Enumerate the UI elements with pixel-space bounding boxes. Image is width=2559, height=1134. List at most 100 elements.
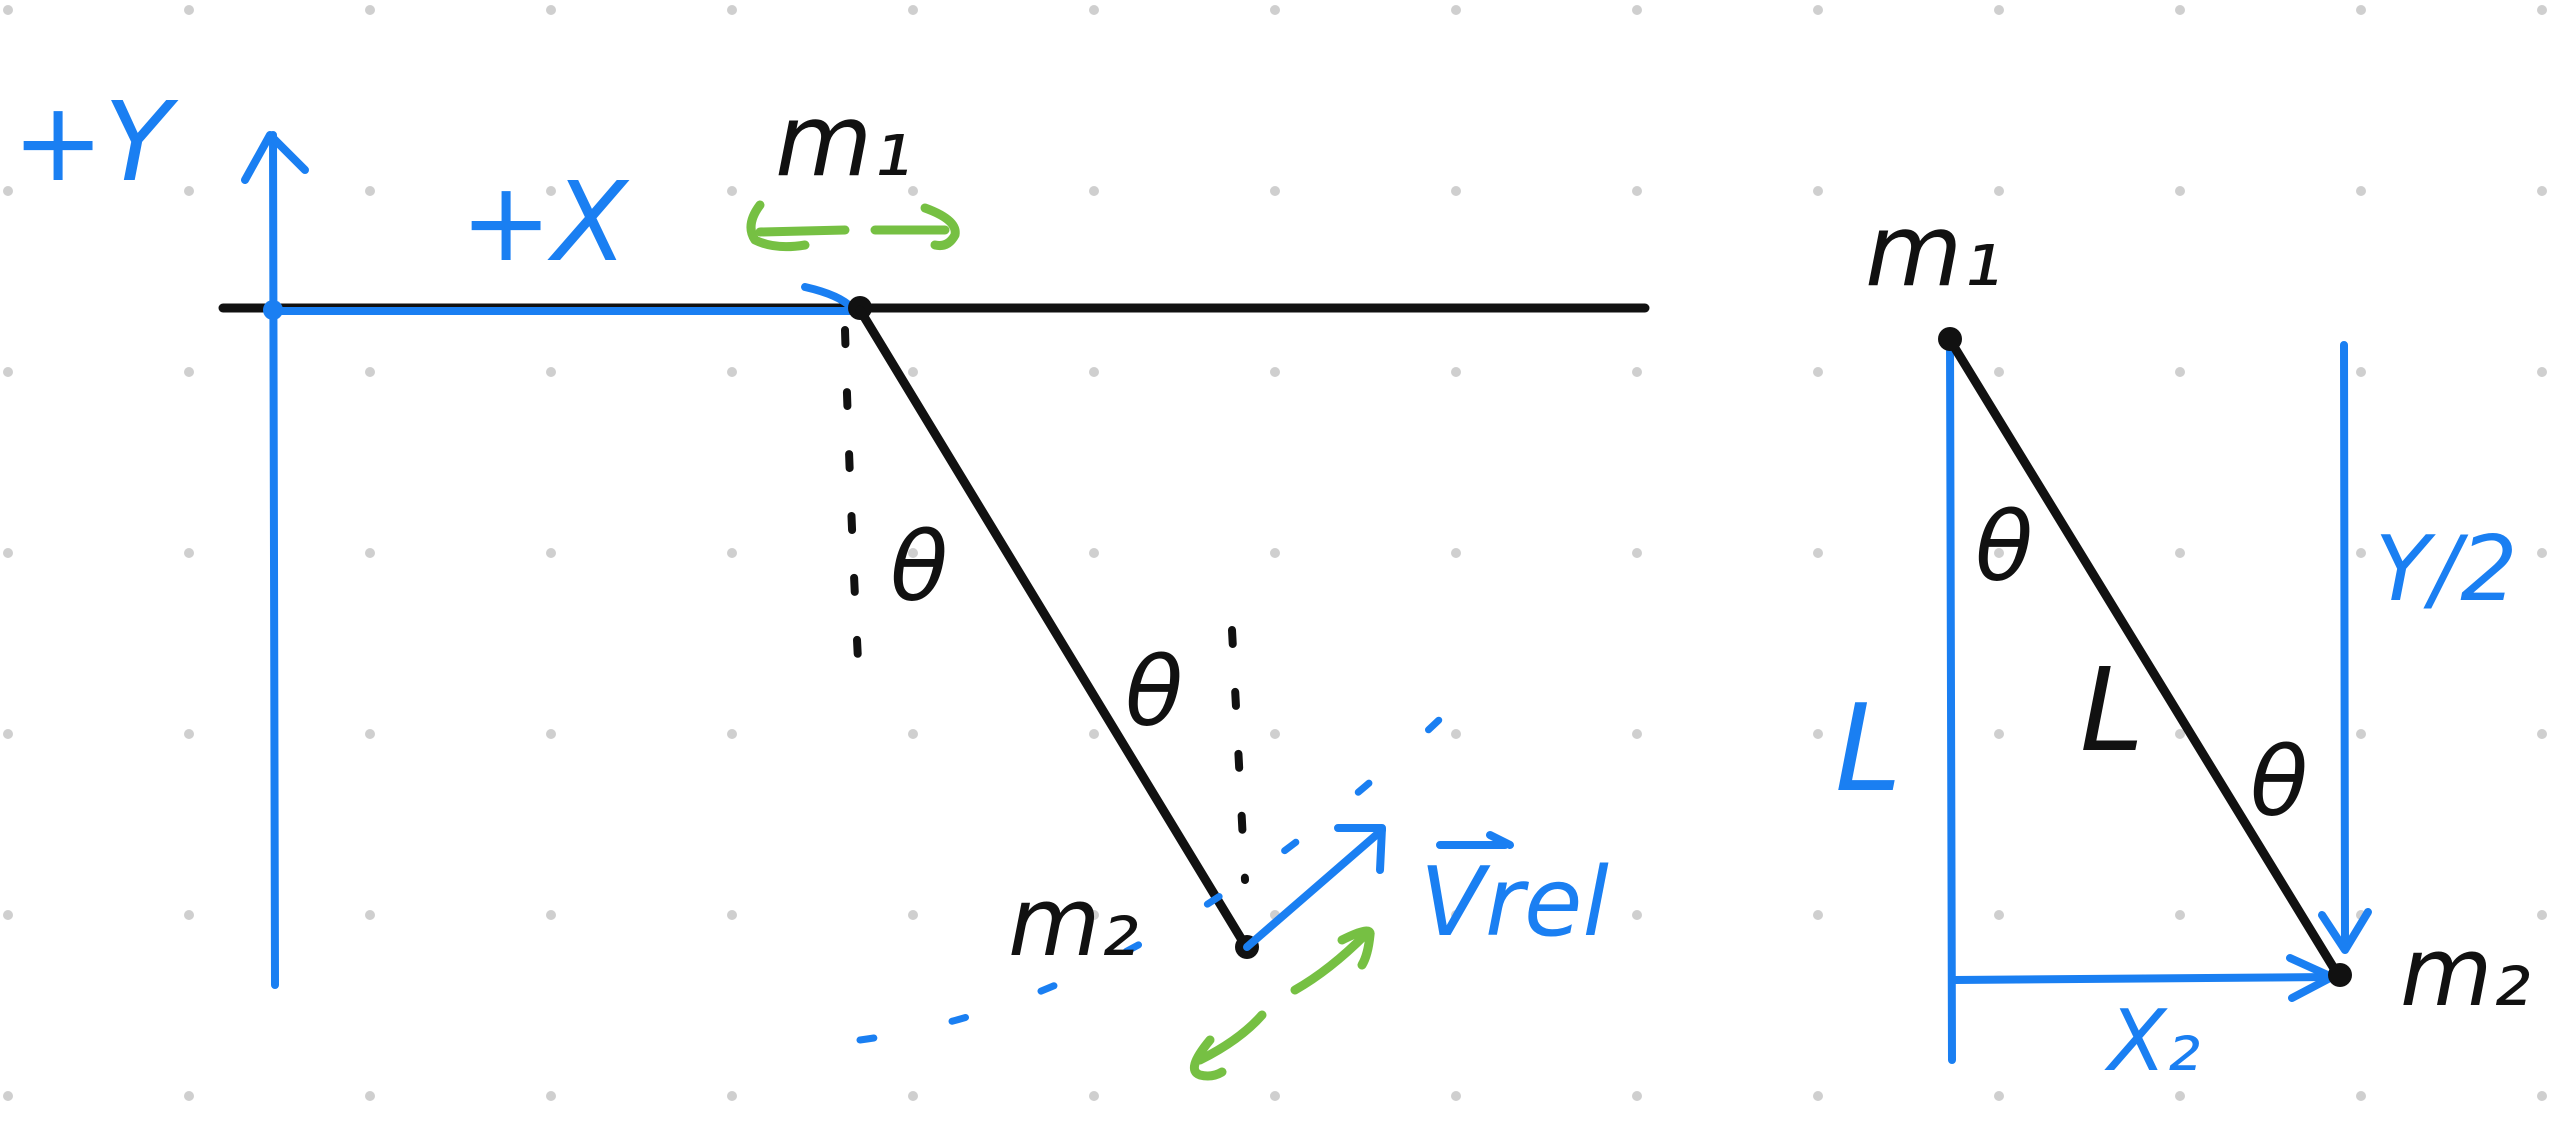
grid-dot: [1994, 186, 2004, 196]
origin-dot: [263, 300, 283, 320]
m1-motion-arrow-right-icon: [920, 203, 960, 250]
grid-dot: [1451, 548, 1461, 558]
grid-dots: [3, 5, 2547, 1101]
grid-dot: [546, 548, 556, 558]
grid-dot: [1451, 5, 1461, 15]
grid-dot: [2175, 729, 2185, 739]
grid-dot: [908, 910, 918, 920]
grid-dot: [1270, 729, 1280, 739]
grid-dot: [546, 1091, 556, 1101]
y-axis-line: [269, 131, 279, 989]
m2-label: m₂: [1008, 868, 1139, 978]
grid-dot: [727, 367, 737, 377]
grid-dot: [1451, 910, 1461, 920]
grid-dot: [1089, 1091, 1099, 1101]
grid-dot: [365, 5, 375, 15]
grid-dot: [1089, 910, 1099, 920]
right-m2-mass-dot: [2328, 963, 2352, 987]
grid-dot: [3, 729, 13, 739]
relative-velocity-vector: [1243, 826, 1386, 951]
grid-dot: [546, 186, 556, 196]
right-theta-label-top: θ: [1975, 493, 2033, 603]
grid-dot: [2175, 910, 2185, 920]
grid-dot: [908, 367, 918, 377]
grid-dot: [184, 367, 194, 377]
grid-dot: [1632, 910, 1642, 920]
grid-dot: [1813, 367, 1823, 377]
grid-dot: [1813, 186, 1823, 196]
grid-dot: [365, 1091, 375, 1101]
grid-dot: [2537, 729, 2547, 739]
velocity-label-vector-bar-icon: [1436, 831, 1514, 849]
grid-dot: [727, 548, 737, 558]
grid-dot: [184, 186, 194, 196]
grid-dot: [1994, 5, 2004, 15]
grid-dot: [3, 367, 13, 377]
right-theta-label-bottom: θ: [2250, 728, 2308, 838]
grid-dot: [2537, 910, 2547, 920]
theta-label-top: θ: [890, 513, 948, 623]
left-side-vertical: [1946, 336, 1956, 1064]
grid-dot: [184, 1091, 194, 1101]
grid-dot: [1089, 5, 1099, 15]
grid-dot: [365, 367, 375, 377]
grid-dot: [1089, 367, 1099, 377]
m2-motion-arrow-upper-icon: [1337, 926, 1375, 970]
grid-dot: [1089, 729, 1099, 739]
grid-dot: [727, 910, 737, 920]
right-m1-mass-dot: [1938, 327, 1962, 351]
grid-dot: [3, 1091, 13, 1101]
m2-vertical-reference-dashed: [1228, 626, 1249, 884]
right-m2-label: m₂: [2400, 918, 2531, 1028]
grid-dot: [1994, 729, 2004, 739]
theta-label-bottom: θ: [1125, 638, 1183, 748]
grid-dot: [2356, 1091, 2366, 1101]
grid-dot: [365, 729, 375, 739]
grid-dot: [727, 729, 737, 739]
grid-dot: [1994, 548, 2004, 558]
right-m1-label: m₁: [1865, 192, 2003, 309]
grid-dot: [1270, 186, 1280, 196]
grid-dot: [3, 910, 13, 920]
grid-dot: [365, 186, 375, 196]
y-half-label: Y/2: [2375, 517, 2518, 622]
grid-dot: [2356, 729, 2366, 739]
right-diagram: m₁ m₂ L L θ θ Y/2 X₂: [1835, 192, 2531, 1091]
grid-dot: [908, 548, 918, 558]
grid-dot: [1451, 729, 1461, 739]
m2-motion-arrow-line: [1195, 930, 1370, 1065]
grid-dot: [2356, 5, 2366, 15]
grid-dot: [1632, 367, 1642, 377]
grid-dot: [3, 5, 13, 15]
grid-dot: [1632, 548, 1642, 558]
grid-dot: [184, 548, 194, 558]
grid-dot: [2175, 5, 2185, 15]
grid-dot: [1813, 5, 1823, 15]
grid-dot: [1270, 5, 1280, 15]
grid-dot: [184, 910, 194, 920]
grid-dot: [908, 5, 918, 15]
m1-label: m₁: [775, 82, 913, 199]
grid-dot: [2356, 548, 2366, 558]
y-axis-arrowhead-icon: [241, 131, 309, 184]
grid-dot: [1632, 186, 1642, 196]
grid-dot: [1813, 729, 1823, 739]
grid-dot: [908, 729, 918, 739]
grid-dot: [2175, 548, 2185, 558]
velocity-label: Vrel: [1420, 848, 1609, 958]
grid-dot: [1632, 1091, 1642, 1101]
grid-dot: [3, 548, 13, 558]
grid-dot: [2356, 186, 2366, 196]
grid-dot: [727, 186, 737, 196]
x2-vector: [1951, 973, 2334, 984]
grid-dot: [1994, 1091, 2004, 1101]
grid-dot: [1632, 729, 1642, 739]
grid-dot: [1089, 186, 1099, 196]
grid-dot: [546, 367, 556, 377]
grid-dot: [2537, 367, 2547, 377]
grid-dot: [1089, 548, 1099, 558]
grid-dot: [1632, 5, 1642, 15]
grid-dot: [546, 5, 556, 15]
grid-dot: [1813, 548, 1823, 558]
